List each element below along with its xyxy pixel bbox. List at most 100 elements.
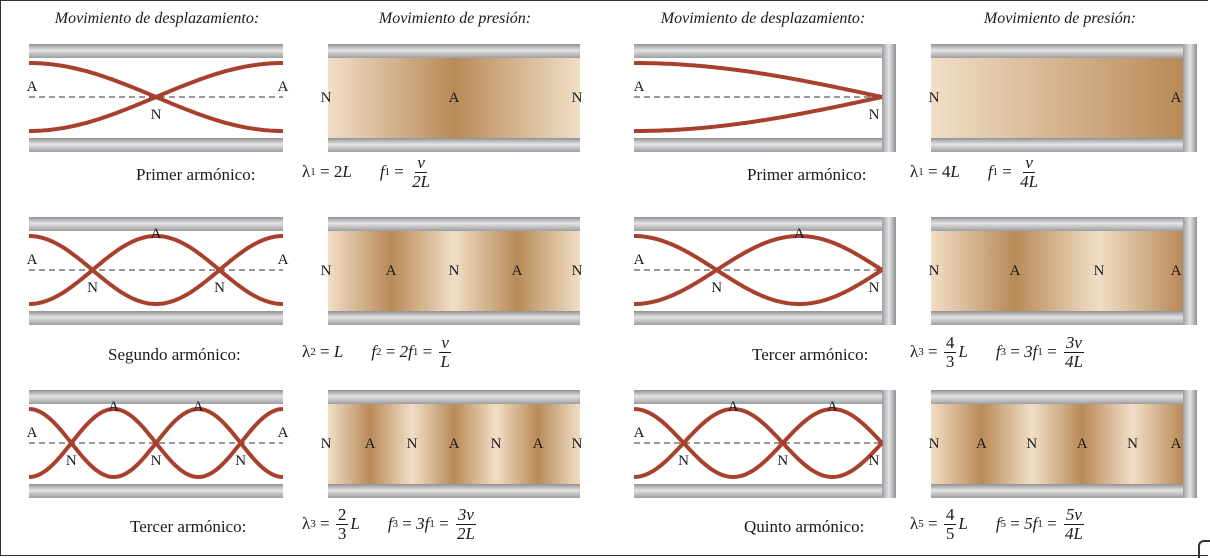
freq-multiple: 3f [1024, 342, 1038, 362]
open-disp-3-antinode-label: A [193, 399, 204, 415]
open_pipe-caption-1: Segundo armónico: [108, 345, 241, 364]
equals-sign: = [315, 162, 334, 182]
equals-sign: = [434, 514, 453, 534]
lambda-fraction-den: 3 [337, 523, 347, 543]
closed-disp-3-wave-lower [634, 234, 884, 306]
closed-disp-5-antinode-label: A [634, 425, 645, 441]
equals-sign: = [398, 514, 417, 534]
open-pres-3-label: N [407, 436, 418, 452]
freq-fraction-den: 4L [1064, 351, 1083, 371]
open-disp-2-node-label: N [214, 280, 225, 296]
closed-pres-5-label: N [1127, 436, 1138, 452]
closed-disp-1-node-label: N [869, 107, 880, 123]
open-pres-1-label: N [321, 90, 332, 106]
open_pipe-caption-0: Primer armónico: [136, 165, 256, 184]
open-pres-2-label: A [386, 263, 397, 279]
lambda-subscript: 3 [918, 346, 924, 359]
equals-sign: = [418, 342, 437, 362]
closed-disp-1-wave-lower [634, 95, 883, 133]
lambda-symbol: λ [910, 514, 919, 534]
closed-pres-3-bottom-wall [931, 311, 1183, 325]
open-pres-2-label: N [449, 263, 460, 279]
freq-subscript: 1 [384, 166, 391, 179]
lambda-subscript: 2 [310, 346, 316, 359]
lambda-symbol: λ [302, 162, 311, 182]
open-pres-3-top-wall [328, 390, 580, 404]
closed_pipe-caption-2: Quinto armónico: [744, 517, 865, 536]
open-disp-1-wave-lower [29, 61, 283, 133]
lambda-length: L [333, 342, 344, 362]
freq-symbol: f [987, 162, 993, 182]
closed-disp-5-wave-lower [633, 406, 884, 480]
equals-sign: = [1042, 514, 1061, 534]
open_pipe-caption-2: Tercer armónico: [130, 517, 247, 536]
closed-disp-1-top-wall [634, 44, 882, 58]
closed-disp-1-wave-upper [634, 61, 883, 99]
freq-symbol: f [995, 342, 1001, 362]
closed-disp-3-top-wall [634, 390, 882, 404]
open-pres-1-top-wall [328, 44, 580, 58]
closed-pres-3-label: A [1171, 263, 1182, 279]
freq-fraction-den: 2L [412, 171, 431, 191]
closed-pres-3-air-column [931, 231, 1183, 311]
open-disp-2-wave-lower [29, 234, 283, 306]
closed-pres-3-label: A [1010, 263, 1021, 279]
lambda-length: L [350, 514, 360, 534]
lambda-symbol: λ [302, 342, 311, 362]
closed-pres-3-label: N [1094, 263, 1105, 279]
freq-symbol: f [379, 162, 385, 182]
closed-pres-5-label: N [929, 436, 940, 452]
open-pres-2-top-wall [328, 217, 580, 231]
equals-sign: = [381, 342, 400, 362]
page-curl-mark [1198, 540, 1210, 558]
lambda-fraction-den: 5 [945, 523, 955, 543]
freq-fraction-num: 3v [1063, 333, 1084, 353]
open-disp-3-antinode-label: A [108, 399, 119, 415]
open-disp-2-top-wall [29, 217, 283, 231]
equals-sign: = [315, 342, 334, 362]
freq-subscript: 5 [1000, 518, 1007, 531]
open-pres-3-label: A [449, 436, 460, 452]
freq-multiple: 2f [399, 342, 413, 362]
freq-multiple-subscript: 1 [1037, 518, 1043, 531]
equals-sign: = [923, 514, 942, 534]
freq-fraction-num: 5v [1063, 505, 1084, 525]
open-pres-1-bottom-wall [328, 138, 580, 152]
freq-symbol: f [387, 514, 393, 534]
open-pres-2-label: A [512, 263, 523, 279]
closed-disp-5-wave-upper [633, 406, 884, 480]
open-disp-3-node-label: N [151, 453, 162, 469]
header-open-pressure: Movimiento de presión: [378, 10, 532, 27]
closed-disp-5-antinode-label: A [827, 399, 838, 415]
closed-pres-5-label: N [1026, 436, 1037, 452]
open-pres-3-label: N [321, 436, 332, 452]
closed-pres-5-air-column [931, 404, 1183, 484]
equals-sign: = [315, 514, 334, 534]
closed-pres-1-label: N [929, 90, 940, 106]
lambda-fraction-num: 4 [943, 333, 957, 353]
open-pres-3-label: A [533, 436, 544, 452]
closed-disp-2-top-wall [634, 217, 882, 231]
freq-multiple: 5f [1024, 514, 1038, 534]
freq-subscript: 3 [1000, 346, 1007, 359]
open-disp-1-node-label: N [151, 107, 162, 123]
closed-pres-1-label: A [1171, 90, 1182, 106]
freq-fraction-den: 2L [456, 523, 475, 543]
open-disp-3-node-label: N [235, 453, 246, 469]
open-pres-2-label: N [572, 263, 583, 279]
open-disp-2-wave-upper [29, 234, 283, 306]
closed-pres-1-air-column [931, 58, 1183, 138]
lambda-symbol: λ [910, 342, 919, 362]
closed-pres-1-bottom-wall [931, 138, 1183, 152]
freq-subscript: 2 [376, 346, 382, 359]
